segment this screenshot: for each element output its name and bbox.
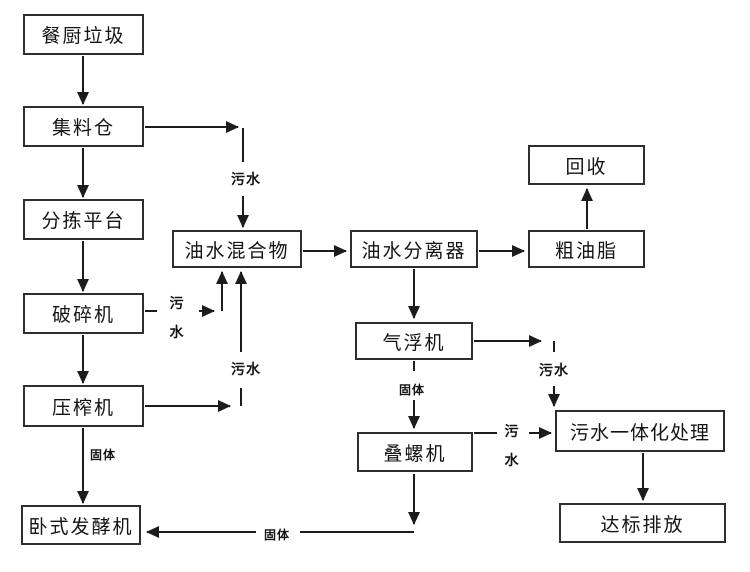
node-sorting-platform: 分拣平台 (23, 199, 144, 240)
node-air-flotation: 气浮机 (355, 322, 473, 360)
node-oil-water-mixture: 油水混合物 (172, 230, 302, 268)
label-solid-press-to-fermenter: 固体 (85, 446, 121, 463)
label-solid-screw-to-fermenter: 固体 (259, 526, 295, 543)
node-crude-grease: 粗油脂 (528, 230, 645, 268)
label-sewage-press-to-mixture: 污水 (226, 359, 266, 379)
node-horizontal-fermenter: 卧式发酵机 (21, 505, 141, 545)
node-compliant-discharge: 达标排放 (559, 503, 726, 543)
node-integrated-sewage-treatment: 污水一体化处理 (555, 410, 725, 452)
label-solid-flotation-to-screw: 固体 (394, 381, 430, 398)
node-press: 压榨机 (23, 385, 144, 427)
label-sewage-screw-to-treatment: 污 水 (501, 417, 523, 475)
node-crusher: 破碎机 (23, 293, 144, 334)
node-recycle: 回收 (528, 145, 645, 185)
label-sewage-flotation-to-treatment: 污水 (534, 360, 574, 380)
node-oil-water-separator: 油水分离器 (350, 230, 478, 268)
node-kitchen-waste: 餐厨垃圾 (23, 14, 144, 55)
node-collection-bin: 集料仓 (23, 106, 144, 147)
label-sewage-crusher-to-mixture: 污 水 (166, 289, 188, 347)
node-screw-stack-press: 叠螺机 (357, 432, 473, 472)
label-sewage-bin-to-mixture: 污水 (226, 169, 266, 189)
